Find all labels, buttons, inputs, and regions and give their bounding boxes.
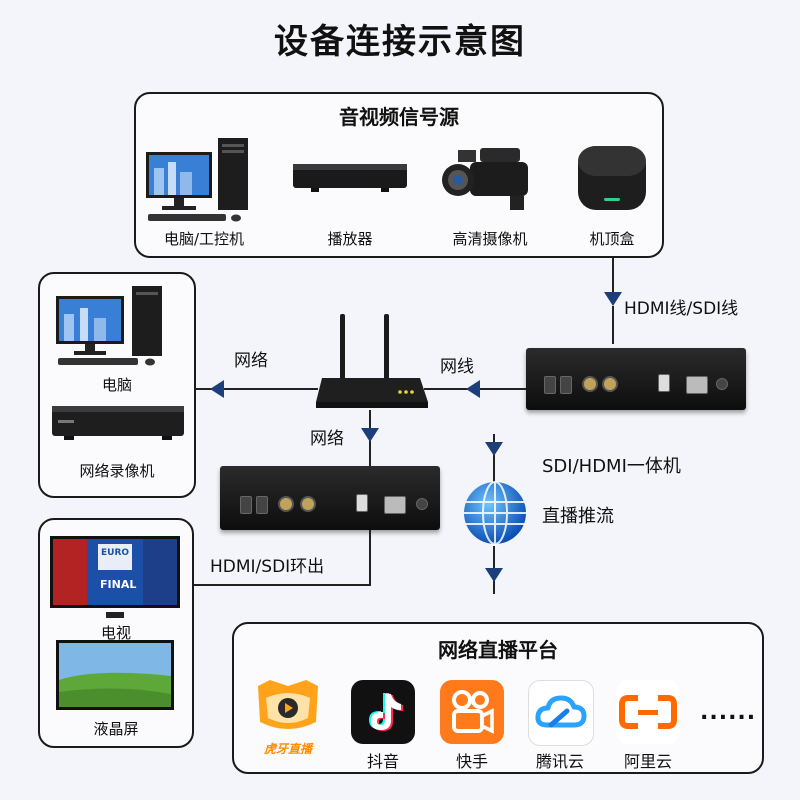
source-label-player: 播放器 xyxy=(327,230,373,248)
loopout-vertical-line xyxy=(369,530,371,586)
network-cable-label: 网线 xyxy=(440,357,474,377)
hdmi-port xyxy=(544,376,556,394)
source-to-encoder-line xyxy=(612,258,614,292)
network-left-label: 网络 xyxy=(234,351,268,371)
arrow-left-icon xyxy=(466,380,480,398)
more-platforms-ellipsis: ...... xyxy=(700,700,757,725)
encoder-to-globe-line xyxy=(493,434,495,482)
arrow-down-icon xyxy=(604,292,622,306)
usb-port xyxy=(658,374,670,392)
douyin-app-icon[interactable] xyxy=(351,680,415,744)
platform-label-kuaishou: 快手 xyxy=(455,752,488,771)
lan-port xyxy=(384,496,406,514)
arrow-down-icon xyxy=(361,428,379,442)
display-label-lcd: 液晶屏 xyxy=(93,720,139,738)
platform-label-tencent-cloud: 腾讯云 xyxy=(535,752,584,771)
platform-label-douyin: 抖音 xyxy=(366,752,399,771)
encoder-name-label: SDI/HDMI一体机 xyxy=(542,456,681,477)
page-title: 设备连接示意图 xyxy=(274,22,526,62)
huya-logo-icon: 虎牙直播 xyxy=(250,676,326,756)
router-icon xyxy=(316,312,430,412)
set-top-box-icon xyxy=(574,142,650,214)
tencent-cloud-app-icon[interactable] xyxy=(528,680,594,746)
power-port xyxy=(716,378,728,390)
loopout-horizontal-line xyxy=(178,584,371,586)
camcorder-icon xyxy=(440,140,540,220)
lan-port xyxy=(686,376,708,394)
tv-icon: EURO FINAL xyxy=(50,536,180,620)
router-to-receivers-line xyxy=(196,388,318,390)
huya-logo-text: 虎牙直播 xyxy=(263,742,312,756)
signal-sources-heading: 音视频信号源 xyxy=(339,105,459,129)
sdi-bnc-port xyxy=(602,376,618,392)
encoder-device xyxy=(526,348,746,410)
hdmi-sdi-cable-label: HDMI线/SDI线 xyxy=(624,299,739,319)
live-platforms-heading: 网络直播平台 xyxy=(438,638,558,662)
power-port xyxy=(416,498,428,510)
pc-icon xyxy=(144,132,264,224)
arrow-left-icon xyxy=(210,380,224,398)
sdi-bnc-port xyxy=(300,496,316,512)
hdmi-port xyxy=(560,376,572,394)
network-down-label: 网络 xyxy=(310,429,344,449)
source-label-camcorder: 高清摄像机 xyxy=(452,230,528,248)
arrow-down-icon xyxy=(485,568,503,582)
pc-icon xyxy=(54,284,174,368)
platform-label-aliyun: 阿里云 xyxy=(623,752,672,771)
source-to-encoder-line-lower xyxy=(612,306,614,344)
usb-port xyxy=(356,494,368,512)
sdi-bnc-port xyxy=(278,496,294,512)
player-icon xyxy=(291,158,409,198)
hdmi-port xyxy=(256,496,268,514)
receiver-label-nvr: 网络录像机 xyxy=(79,462,155,480)
aliyun-app-icon[interactable] xyxy=(616,680,680,744)
decoder-device xyxy=(220,466,440,530)
source-label-settopbox: 机顶盒 xyxy=(589,230,635,248)
kuaishou-app-icon[interactable] xyxy=(440,680,504,744)
receiver-label-pc: 电脑 xyxy=(101,376,132,394)
lcd-screen-icon xyxy=(56,640,174,714)
hdmi-port xyxy=(240,496,252,514)
tv-screen-text: EURO xyxy=(101,548,130,558)
source-label-pc: 电脑/工控机 xyxy=(163,230,245,248)
live-push-label: 直播推流 xyxy=(542,506,614,527)
tv-screen-text: FINAL xyxy=(100,578,137,591)
globe-icon xyxy=(462,480,528,546)
arrow-down-icon xyxy=(485,442,503,456)
nvr-icon xyxy=(50,402,186,446)
display-label-tv: 电视 xyxy=(100,624,131,642)
loopout-label: HDMI/SDI环出 xyxy=(210,557,325,577)
sdi-bnc-port xyxy=(582,376,598,392)
